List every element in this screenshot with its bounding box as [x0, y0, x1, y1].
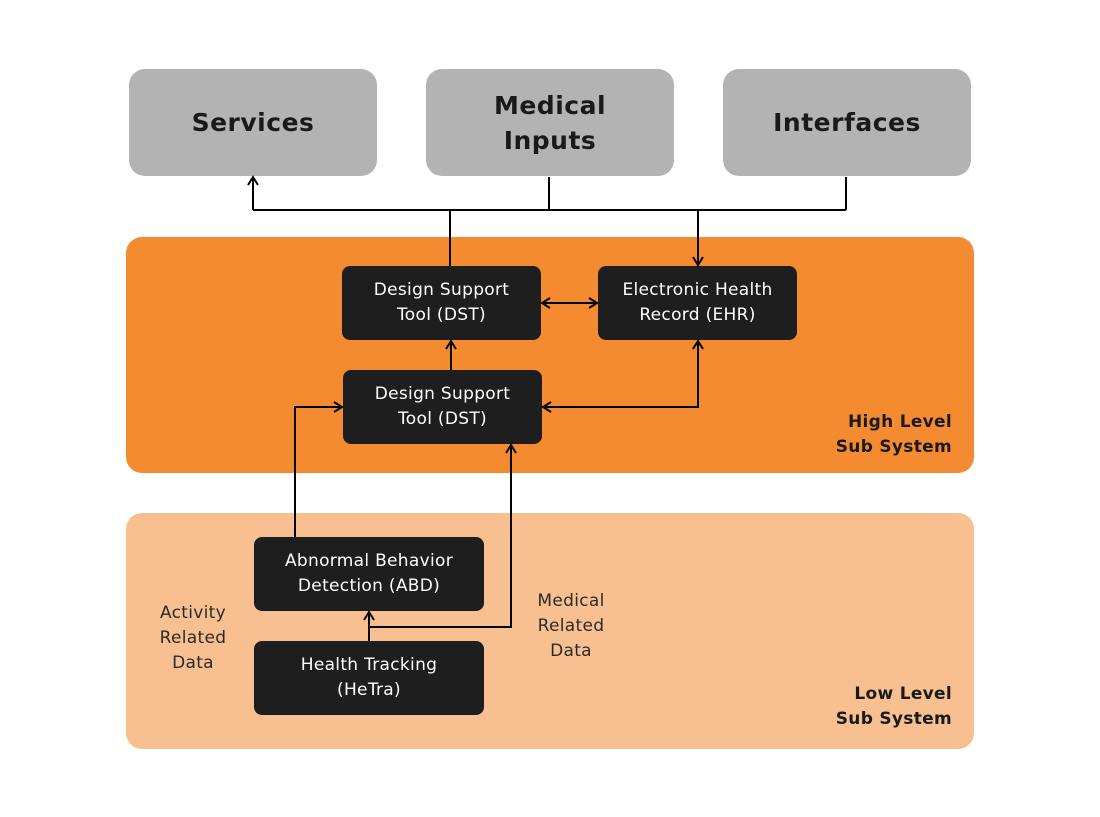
services-arrowhead	[247, 175, 259, 186]
dst-top-node: Design Support Tool (DST)	[342, 266, 541, 340]
dst-bottom-node: Design Support Tool (DST)	[343, 370, 542, 444]
high-level-subsystem-panel	[126, 237, 974, 473]
medical-inputs-box: Medical Inputs	[426, 69, 674, 176]
high-level-label: High Level Sub System	[835, 412, 952, 457]
ehr-dst-bottom-link	[543, 341, 699, 408]
activity-related-data-label: Activity Related Data	[159, 603, 227, 673]
medical-related-data-label: Medical Related Data	[537, 591, 605, 661]
abd-up-arrowhead	[363, 610, 375, 621]
hetra-to-dst-link	[369, 445, 512, 628]
ehr-node: Electronic Health Record (EHR)	[598, 266, 797, 340]
low-level-label: Low Level Sub System	[835, 684, 952, 729]
abd-dst-arrowhead	[333, 401, 344, 413]
ehr-arrowhead	[692, 256, 704, 267]
abd-node: Abnormal Behavior Detection (ABD)	[254, 537, 484, 611]
dst-ehr-arrow-left	[540, 297, 551, 309]
dst-bottom-up-arrowhead	[505, 443, 517, 454]
hetra-node: Health Tracking (HeTra)	[254, 641, 484, 715]
dst-ehr-arrow-right	[588, 297, 599, 309]
ehr-up-arrowhead	[692, 339, 704, 350]
dst-bottom-left-arrowhead	[541, 401, 552, 413]
interfaces-box: Interfaces	[723, 69, 971, 176]
dst-top-arrowhead	[445, 339, 457, 350]
abd-to-dst-link	[294, 406, 342, 537]
services-box: Services	[129, 69, 377, 176]
